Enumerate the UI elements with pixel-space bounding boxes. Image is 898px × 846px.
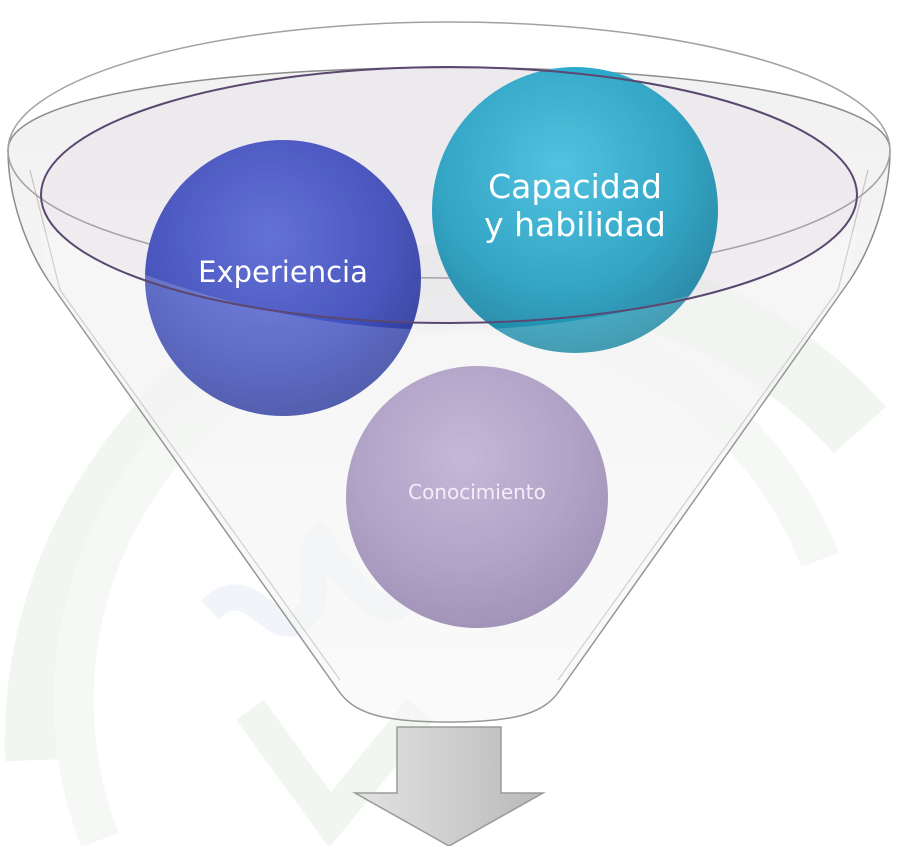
funnel-rim-inner [40, 66, 858, 324]
funnel-inner-edge [29, 169, 869, 681]
circle-conocimiento [346, 366, 608, 628]
circle-experiencia [145, 140, 421, 416]
label-conocimiento: Conocimiento [408, 480, 546, 504]
circle-capacidad [432, 67, 718, 353]
down-arrow [352, 726, 546, 846]
label-capacidad-line1: Capacidad [488, 167, 662, 206]
funnel-rim-outer [7, 21, 891, 279]
label-experiencia: Experiencia [198, 255, 368, 289]
funnel-overlay [40, 230, 858, 722]
label-capacidad-y-habilidad: Capacidad y habilidad [455, 168, 695, 244]
label-capacidad-line2: y habilidad [484, 204, 666, 244]
